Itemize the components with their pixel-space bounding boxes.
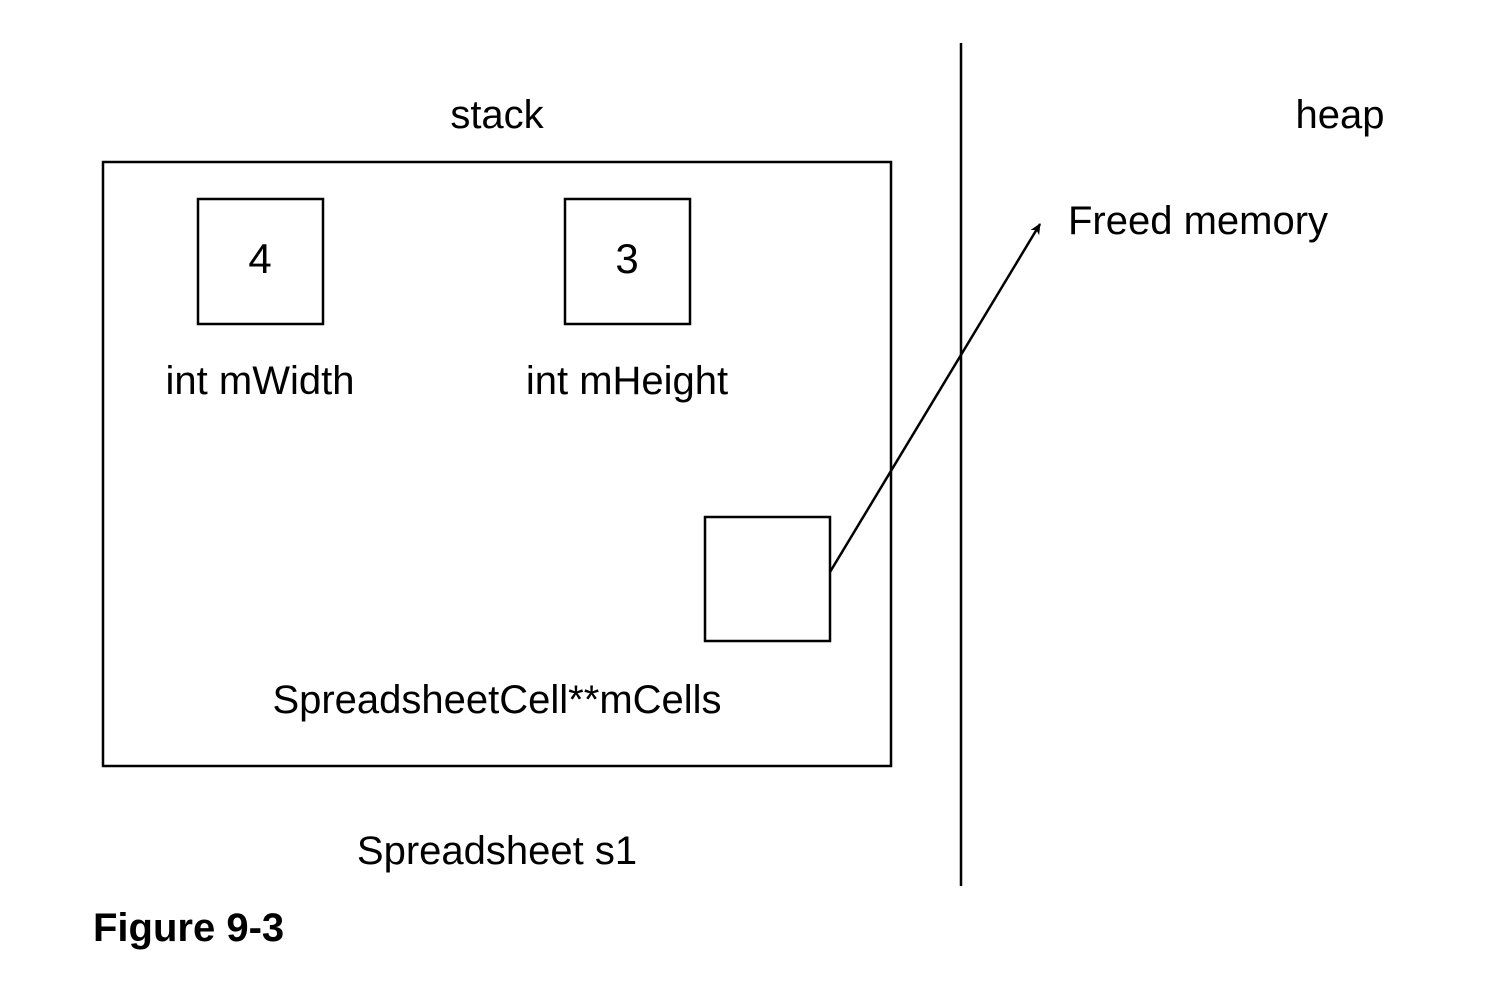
width-field-label: int mWidth bbox=[166, 359, 355, 403]
spreadsheet-object-label: Spreadsheet s1 bbox=[357, 829, 637, 873]
width-value-box bbox=[196, 197, 325, 326]
figure-caption: Figure 9-3 bbox=[93, 906, 284, 950]
cells-field-label: SpreadsheetCell**mCells bbox=[272, 678, 721, 722]
spreadsheet-object-box bbox=[101, 160, 893, 768]
height-field-label: int mHeight bbox=[526, 359, 728, 403]
cells-pointer-box bbox=[703, 515, 832, 643]
freed-memory-label: Freed memory bbox=[1068, 199, 1328, 243]
height-value-box bbox=[563, 197, 692, 326]
heap-label: heap bbox=[1296, 93, 1385, 137]
width-value: 4 bbox=[248, 235, 271, 282]
stack-label: stack bbox=[450, 93, 544, 137]
height-value: 3 bbox=[615, 235, 638, 282]
pointer-arrow bbox=[828, 223, 1042, 573]
